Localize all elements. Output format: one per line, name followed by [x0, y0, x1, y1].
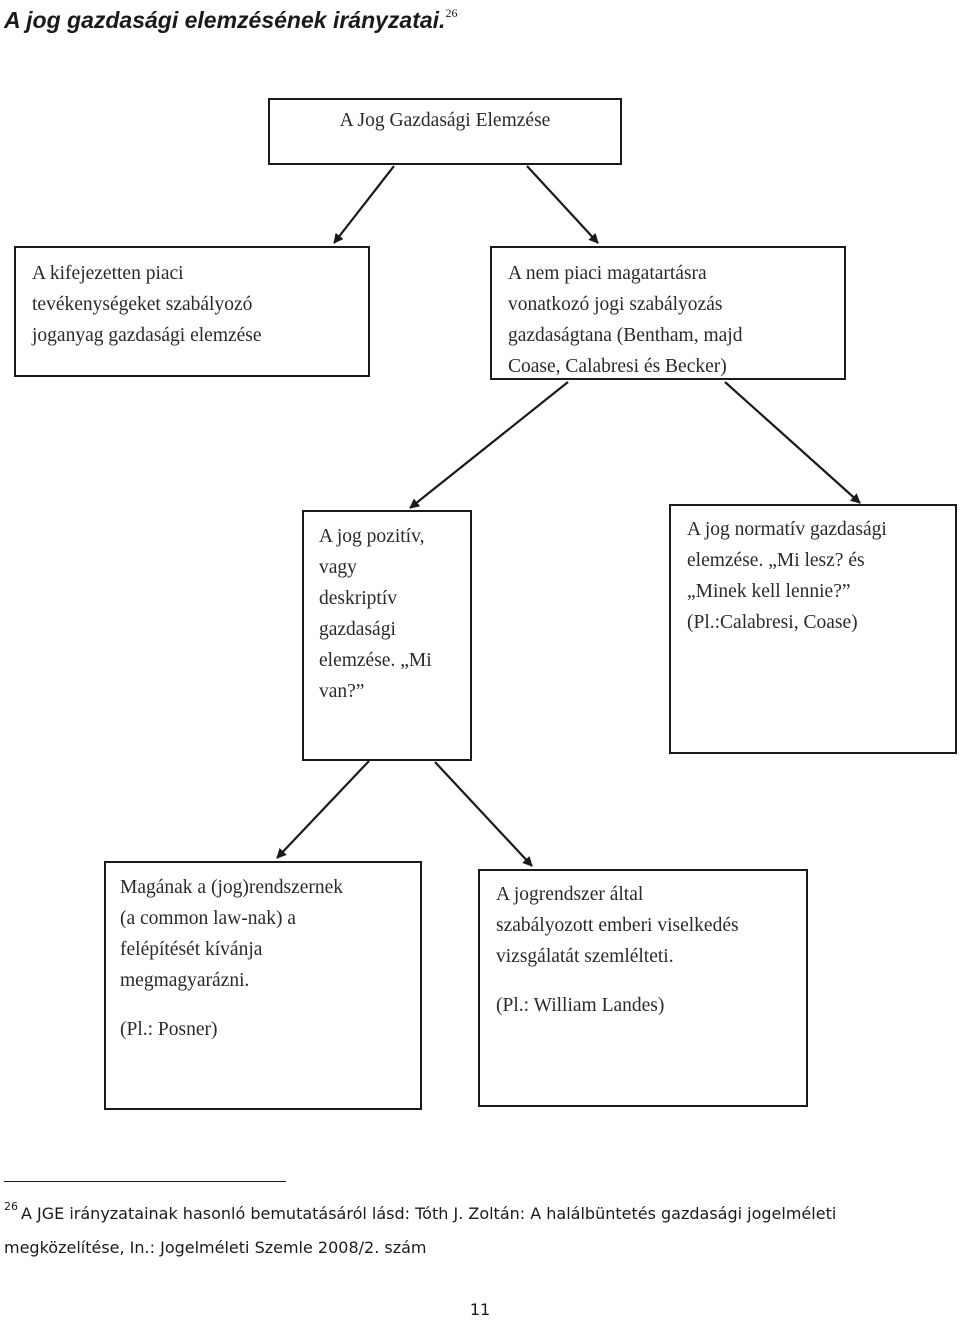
positive-line-2: vagy — [319, 557, 357, 578]
non-market-regulation-box: A nem piaci magatartásra vonatkozó jogi … — [490, 246, 846, 380]
legal-system-box: Magának a (jog)rendszernek (a common law… — [104, 861, 422, 1110]
non-market-line-1: A nem piaci magatartásra — [508, 263, 707, 284]
behavior-example: (Pl.: William Landes) — [496, 995, 665, 1016]
normative-line-4: (Pl.:Calabresi, Coase) — [687, 612, 858, 633]
footnote-number: 26 — [4, 1200, 18, 1213]
positive-analysis-box: A jog pozitív, vagy deskriptív gazdasági… — [302, 510, 472, 761]
footnote-line-1: A JGE irányzatainak hasonló bemutatásáró… — [21, 1204, 837, 1223]
heading-footnote-ref: 26 — [445, 6, 458, 20]
footnote-line-2: megközelítése, In.: Jogelméleti Szemle 2… — [4, 1238, 427, 1257]
behavior-line-1: A jogrendszer által — [496, 884, 644, 905]
market-regulation-line-2: tevékenységeket szabályozó — [32, 294, 253, 315]
system-line-2: (a common law-nak) a — [120, 908, 296, 929]
footnote-separator — [4, 1181, 286, 1182]
behavior-line-3: vizsgálatát szemlélteti. — [496, 946, 674, 967]
system-line-4: megmagyarázni. — [120, 970, 250, 991]
non-market-line-4: Coase, Calabresi és Becker) — [508, 356, 727, 377]
positive-line-1: A jog pozitív, — [319, 526, 425, 547]
arrow-right-to-normative — [724, 381, 861, 504]
arrow-positive-to-system — [276, 760, 370, 859]
positive-line-5: elemzése. „Mi — [319, 650, 432, 671]
arrow-right-to-positive — [409, 381, 569, 509]
normative-line-2: elemzése. „Mi lesz? és — [687, 550, 865, 571]
normative-line-3: „Minek kell lennie?” — [687, 581, 851, 602]
root-box: A Jog Gazdasági Elemzése — [268, 98, 622, 165]
non-market-line-2: vonatkozó jogi szabályozás — [508, 294, 723, 315]
page-number: 11 — [469, 1300, 491, 1319]
system-example: (Pl.: Posner) — [120, 1019, 218, 1040]
positive-line-6: van?” — [319, 681, 365, 702]
positive-line-4: gazdasági — [319, 619, 396, 640]
market-regulation-line-3: joganyag gazdasági elemzése — [32, 325, 262, 346]
market-regulation-line-1: A kifejezetten piaci — [32, 263, 184, 284]
market-regulation-box: A kifejezetten piaci tevékenységeket sza… — [14, 246, 370, 377]
page-heading: A jog gazdasági elemzésének irányzatai.2… — [4, 6, 458, 33]
normative-analysis-box: A jog normatív gazdasági elemzése. „Mi l… — [669, 504, 957, 754]
root-label: A Jog Gazdasági Elemzése — [339, 110, 551, 131]
system-line-3: felépítését kívánja — [120, 939, 263, 960]
arrow-root-to-left — [333, 165, 395, 244]
arrow-positive-to-behavior — [434, 761, 533, 867]
non-market-line-3: gazdaságtana (Bentham, majd — [508, 325, 743, 346]
behavior-line-2: szabályozott emberi viselkedés — [496, 915, 739, 936]
system-line-1: Magának a (jog)rendszernek — [120, 877, 344, 898]
positive-line-3: deskriptív — [319, 588, 397, 609]
arrow-root-to-right — [526, 165, 599, 244]
normative-line-1: A jog normatív gazdasági — [687, 519, 887, 540]
human-behavior-box: A jogrendszer által szabályozott emberi … — [478, 869, 808, 1107]
